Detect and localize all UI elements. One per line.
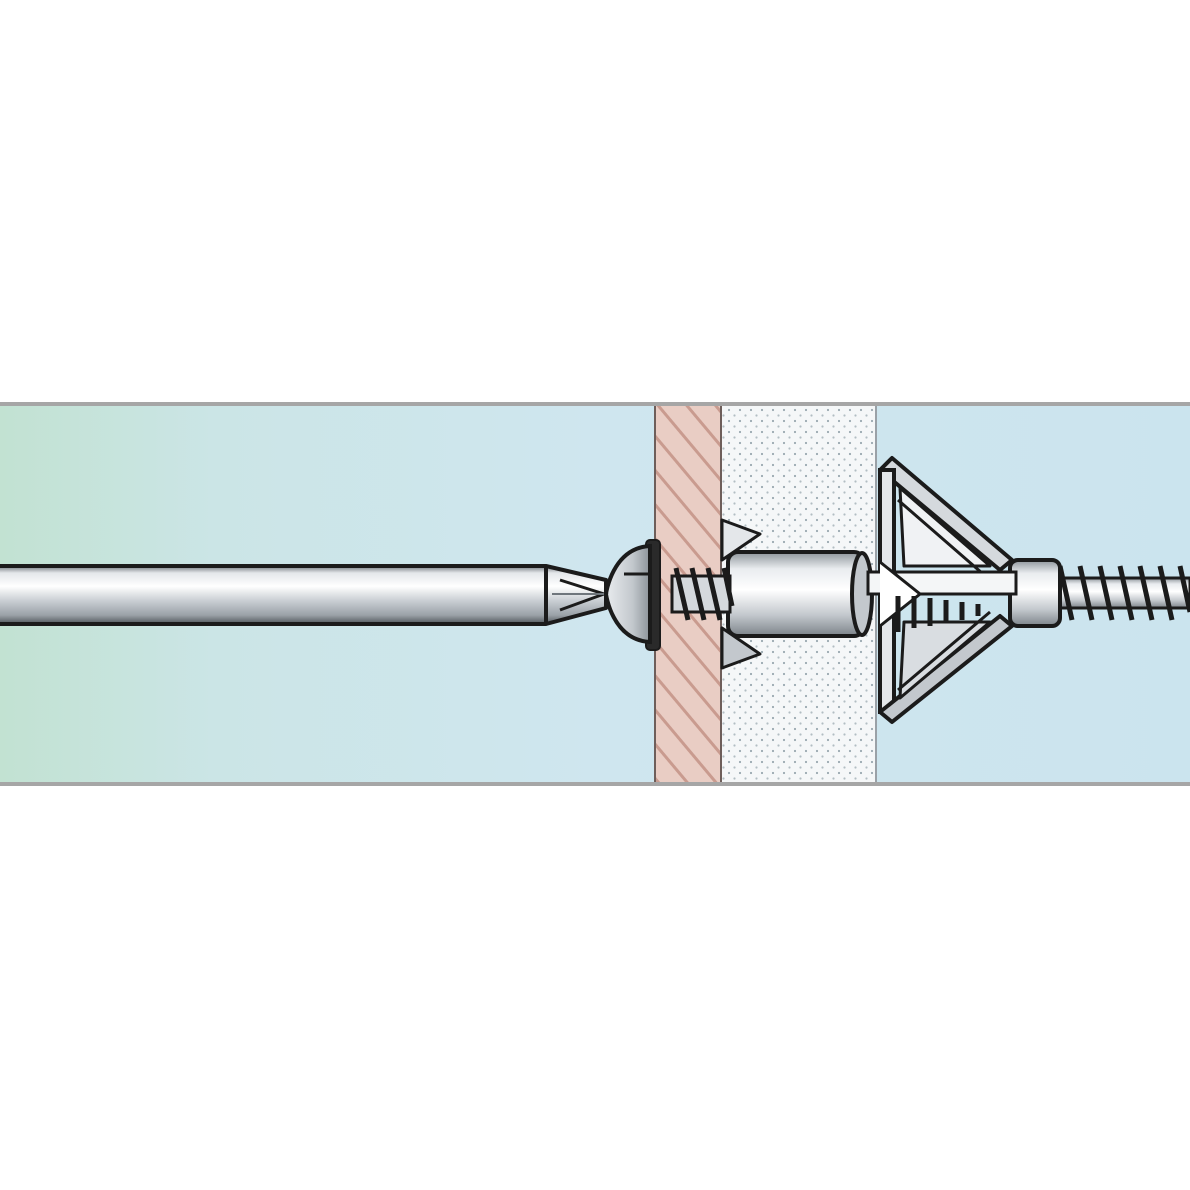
anchor-sleeve bbox=[726, 550, 1018, 638]
screw-thread bbox=[1048, 565, 1190, 621]
anchor-grip-teeth bbox=[720, 518, 762, 670]
screwdriver-shaft bbox=[0, 564, 546, 626]
screwdriver-tip bbox=[544, 564, 609, 626]
anchor-wings bbox=[878, 456, 1014, 724]
anchor-spikes bbox=[895, 596, 981, 632]
frame-border bbox=[0, 402, 1190, 786]
inner-screw-thread bbox=[670, 567, 735, 621]
